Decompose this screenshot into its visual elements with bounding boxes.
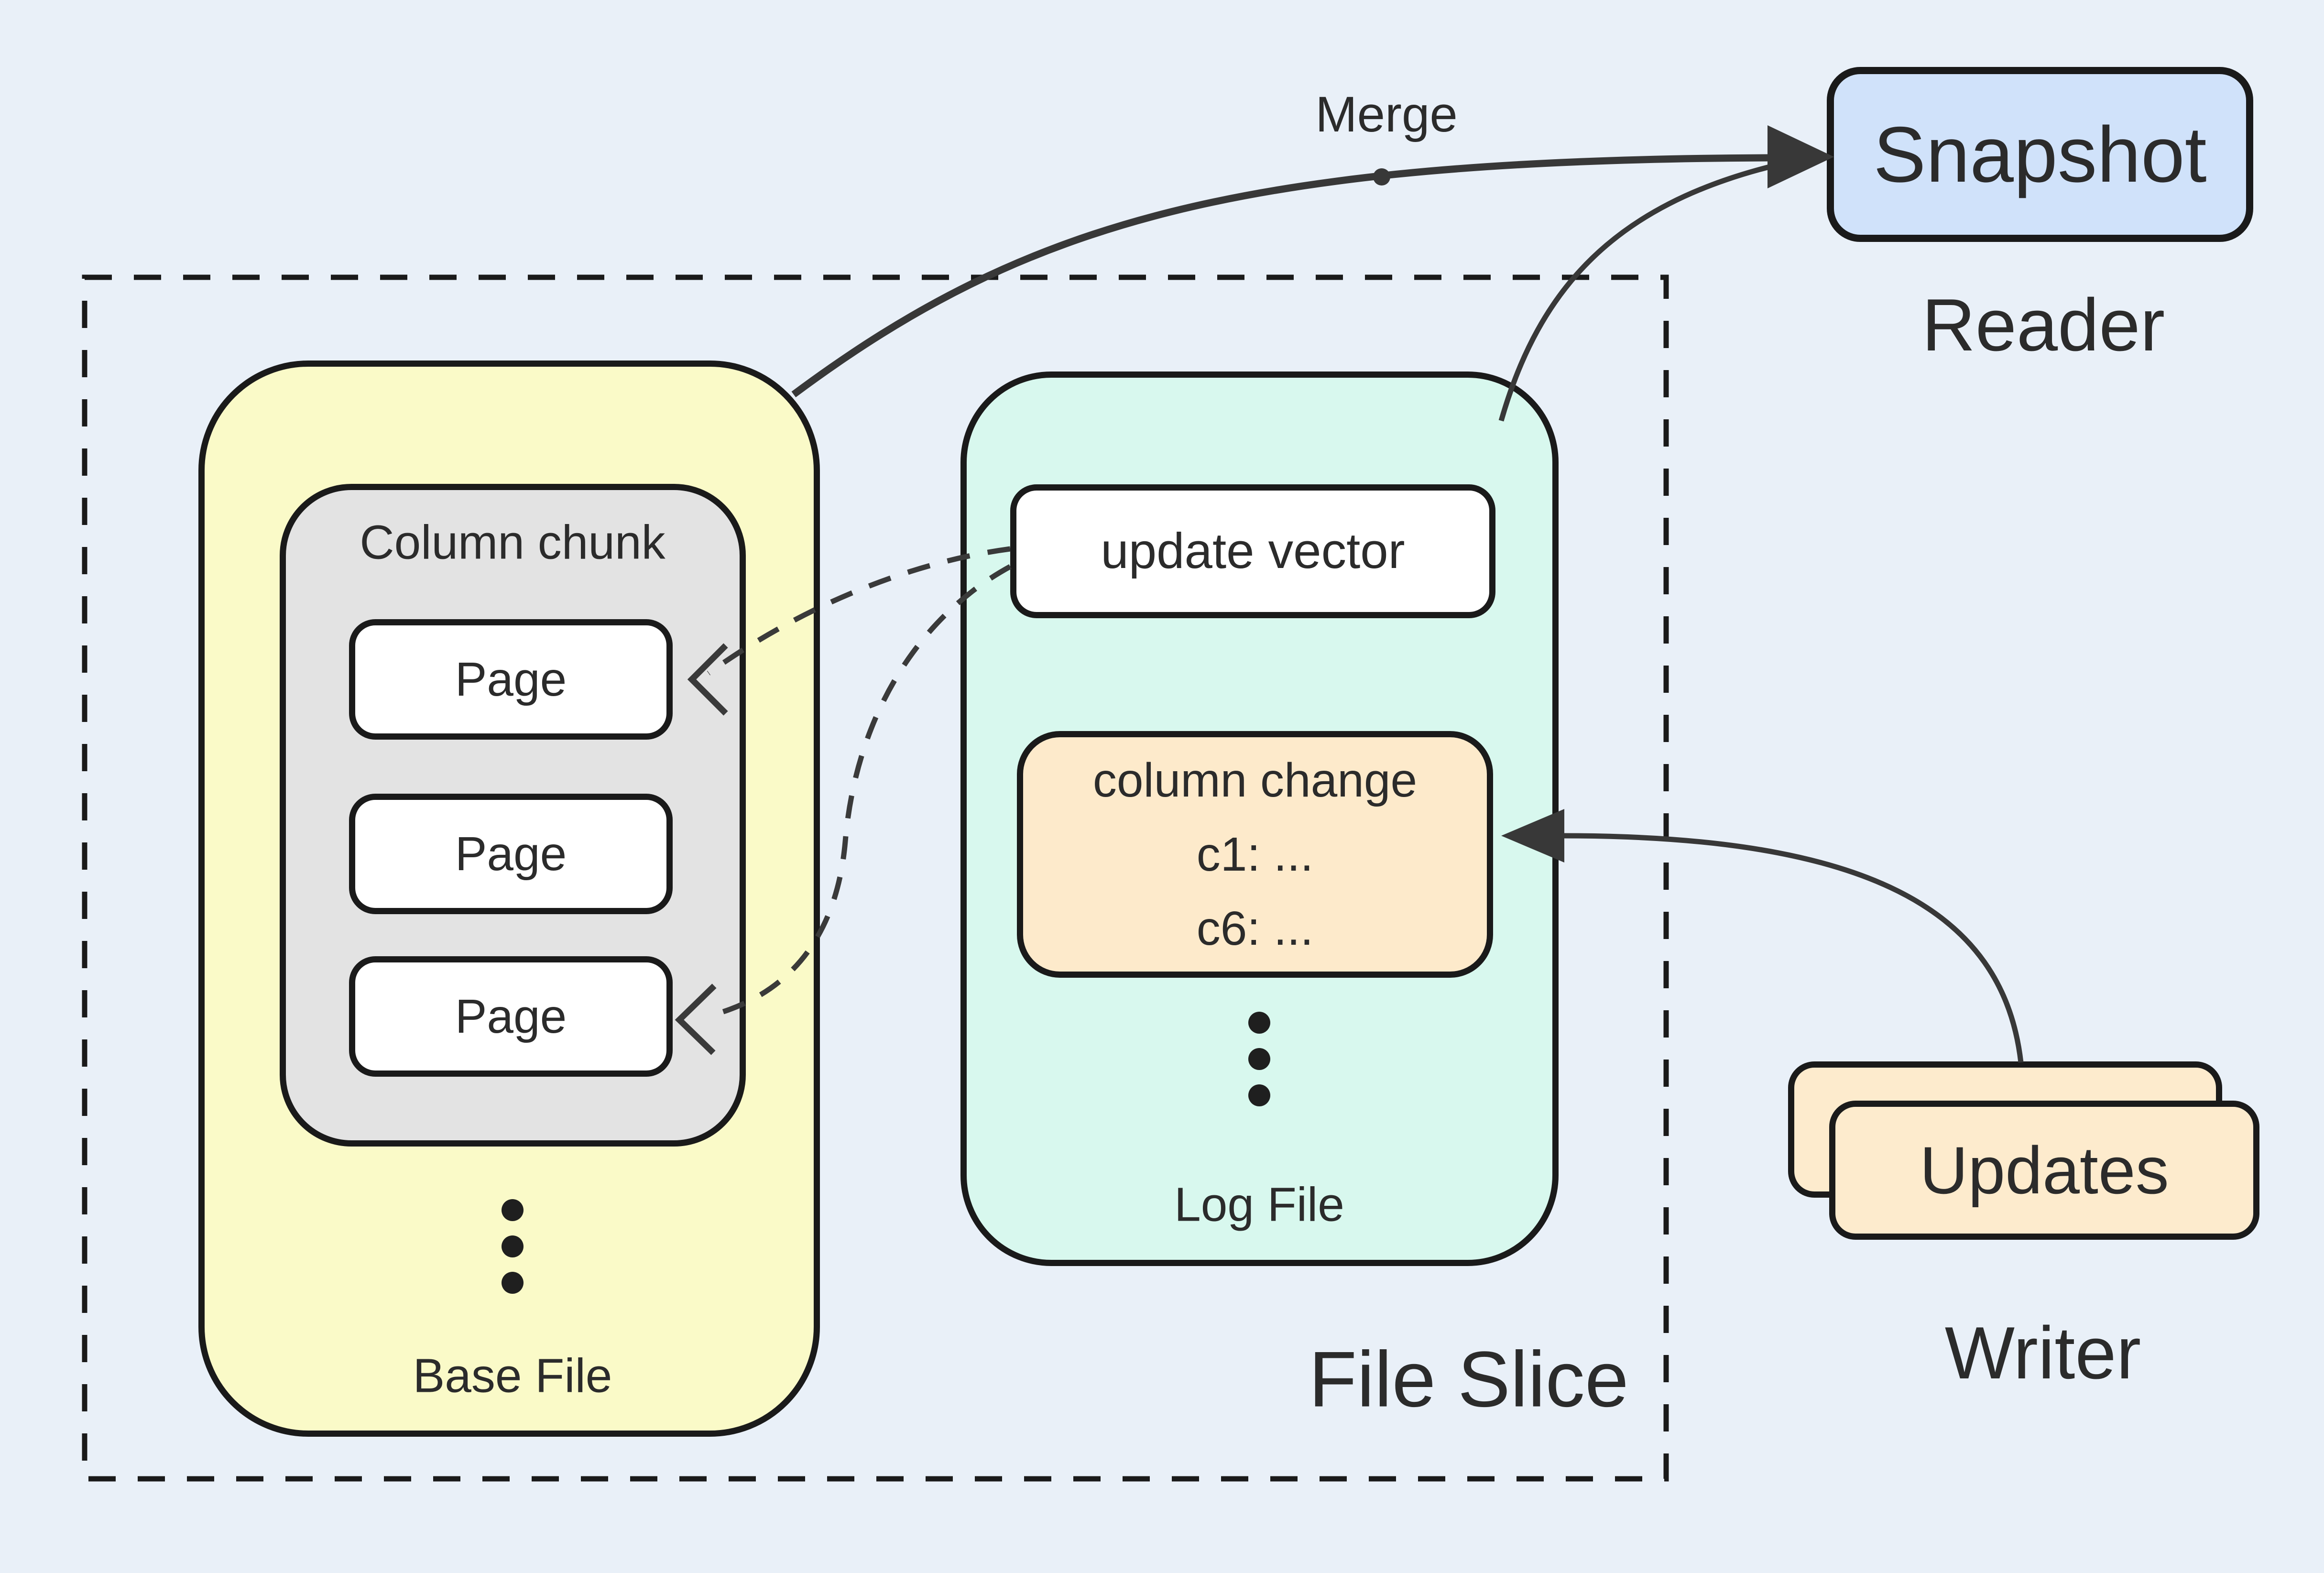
ellipsis-dot (502, 1272, 524, 1294)
merge-point-dot-icon (1373, 168, 1390, 186)
writer-label: Writer (1944, 1311, 2141, 1394)
page-box-1: Page (349, 619, 673, 740)
file-slice-label: File Slice (1309, 1335, 1629, 1423)
ellipsis-dot (1248, 1084, 1270, 1106)
update-vector-label: update vector (1101, 523, 1405, 579)
updates-to-column-change-arrow-line (1563, 833, 2024, 1063)
merge-arrow-line (791, 154, 1769, 398)
logfile-to-snapshot-arrow-line (1498, 164, 1772, 422)
page-label-3: Page (455, 989, 567, 1043)
snapshot-label: Snapshot (1873, 110, 2207, 198)
vertical-ellipsis-icon (502, 1199, 524, 1294)
reader-label: Reader (1921, 284, 2165, 366)
snapshot-box: Snapshot (1827, 67, 2253, 242)
vertical-ellipsis-icon (1248, 1012, 1270, 1106)
ellipsis-dot (1248, 1012, 1270, 1034)
page-box-2: Page (349, 794, 673, 914)
merge-label: Merge (1315, 87, 1458, 142)
page-label-2: Page (455, 827, 567, 881)
page-label-1: Page (455, 652, 567, 706)
column-change-entry-2: c6: ... (1196, 901, 1314, 955)
base-file-label: Base File (413, 1349, 612, 1403)
updates-label: Updates (1920, 1132, 2169, 1208)
ellipsis-dot (1248, 1048, 1270, 1070)
updates-box-front: Updates (1829, 1101, 2259, 1240)
column-chunk-label: Column chunk (360, 515, 666, 569)
ellipsis-dot (502, 1199, 524, 1221)
update-vector-box: update vector (1010, 484, 1495, 618)
page-box-3: Page (349, 956, 673, 1077)
ellipsis-dot (502, 1235, 524, 1257)
column-change-entry-1: c1: ... (1196, 827, 1314, 881)
column-change-title: column change (1092, 753, 1418, 807)
snapshot-arrowhead-icon (1768, 125, 1834, 188)
column-change-box: column change c1: ... c6: ... (1017, 731, 1493, 978)
log-file-label: Log File (1174, 1178, 1344, 1232)
